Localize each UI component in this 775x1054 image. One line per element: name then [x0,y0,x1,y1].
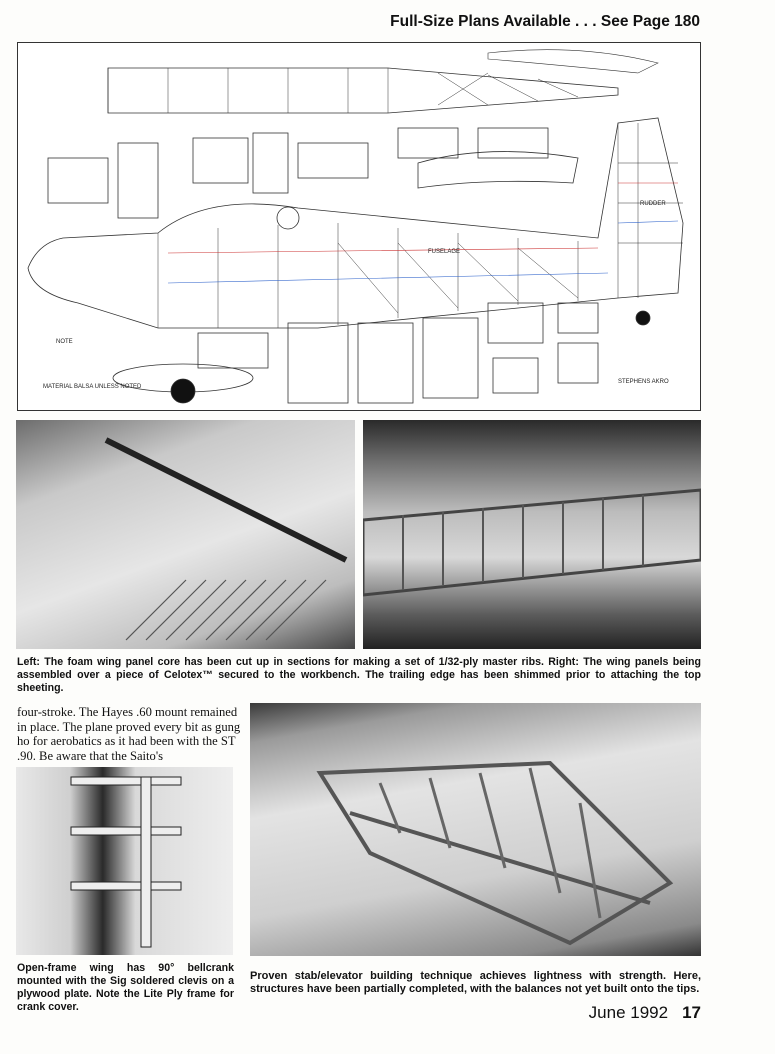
issue-date: June 1992 [588,1003,669,1022]
foam-wing-core-photo [16,420,355,649]
stab-elevator-caption: Proven stab/elevator building technique … [250,970,701,995]
ribs-sketch [104,437,348,641]
open-frame-wing-caption: Open-frame wing has 90° bellcrank mounte… [17,962,234,1013]
fuselage-label: FUSELAGE [428,249,460,255]
title-block: STEPHENS AKRO [618,379,669,385]
fuselage-top-view [107,67,619,114]
wing-frame-sketch [363,488,701,597]
page-footer: June 1992 17 [589,1003,701,1023]
article-body-text: four-stroke. The Hayes .60 mount remaine… [17,705,241,763]
page-number: 17 [682,1003,701,1022]
open-frame-sketch [70,776,182,948]
wing-panels-workbench-photo [363,420,701,649]
rudder-label: RUDDER [640,201,666,207]
plans-svg: FUSELAGE RUDDER STEPHENS AKRO NOTE MATER… [27,49,684,404]
open-frame-wing-photo [16,767,233,955]
plans-drawing: FUSELAGE RUDDER STEPHENS AKRO NOTE MATER… [17,42,701,411]
plans-available-header: Full-Size Plans Available . . . See Page… [390,13,700,30]
material-note: MATERIAL BALSA UNLESS NOTED [43,384,142,390]
fuselage-side-view [27,117,684,329]
stab-elevator-photo [250,703,701,956]
stab-frame-sketch [316,760,674,946]
note-heading: NOTE [56,339,73,345]
top-photos-caption: Left: The foam wing panel core has been … [17,656,701,694]
